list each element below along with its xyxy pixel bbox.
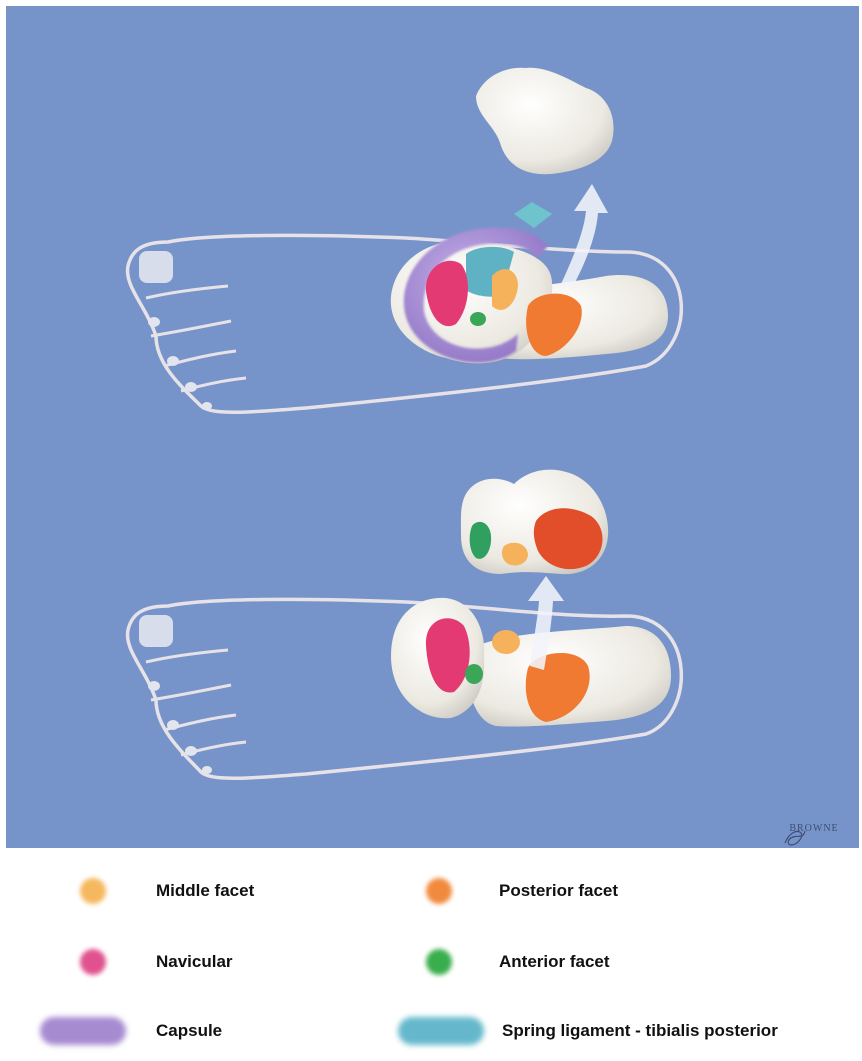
legend-label: Anterior facet	[499, 952, 610, 972]
bottom-middle-facet	[492, 630, 520, 654]
legend-item-posterior-facet: Posterior facet	[426, 878, 618, 904]
bottom-toenail-3	[167, 720, 179, 730]
bottom-anterior-facet	[465, 664, 483, 684]
top-toenail-4	[185, 382, 197, 392]
legend-item-capsule: Capsule	[40, 1017, 222, 1045]
top-toenail-5	[202, 402, 212, 410]
legend-label: Capsule	[156, 1021, 222, 1041]
posterior-facet-swatch	[426, 878, 452, 904]
legend-label: Posterior facet	[499, 881, 618, 901]
legend-label: Spring ligament - tibialis posterior	[502, 1021, 778, 1041]
top-toe-line-2	[151, 321, 231, 336]
bottom-big-toenail	[139, 615, 173, 647]
middle-facet-swatch	[80, 878, 106, 904]
legend-item-anterior-facet: Anterior facet	[426, 949, 610, 975]
top-talus-bone	[476, 68, 614, 175]
legend-label: Middle facet	[156, 881, 254, 901]
legend-item-navicular: Navicular	[80, 949, 233, 975]
legend-item-spring-ligament: Spring ligament - tibialis posterior	[398, 1017, 778, 1045]
top-toe-line-1	[146, 286, 228, 298]
navicular-swatch	[80, 949, 106, 975]
spring-ligament-swatch	[398, 1017, 484, 1045]
top-spring-ligament	[514, 202, 552, 228]
top-foot-figure	[128, 68, 682, 413]
top-toenail-3	[167, 356, 179, 366]
anterior-facet-swatch	[426, 949, 452, 975]
top-lift-arrow	[561, 184, 608, 288]
bottom-toenail-5	[202, 766, 212, 774]
bottom-toenail-4	[185, 746, 197, 756]
legend-item-middle-facet: Middle facet	[80, 878, 254, 904]
legend-label: Navicular	[156, 952, 233, 972]
bottom-toe-line-1	[146, 650, 228, 662]
top-big-toenail	[139, 251, 173, 283]
foot-anatomy-illustration: BROWNE	[6, 6, 859, 848]
illustration-drawing	[6, 6, 859, 848]
bottom-toenail-2	[148, 681, 160, 691]
bottom-foot-figure	[128, 470, 682, 779]
color-legend: Middle facet Posterior facet Navicular A…	[0, 848, 862, 1061]
capsule-swatch	[40, 1017, 126, 1045]
artist-signature: BROWNE	[779, 825, 849, 834]
top-anterior-facet	[470, 312, 486, 326]
bottom-toe-line-2	[151, 685, 231, 700]
top-toenail-2	[148, 317, 160, 327]
